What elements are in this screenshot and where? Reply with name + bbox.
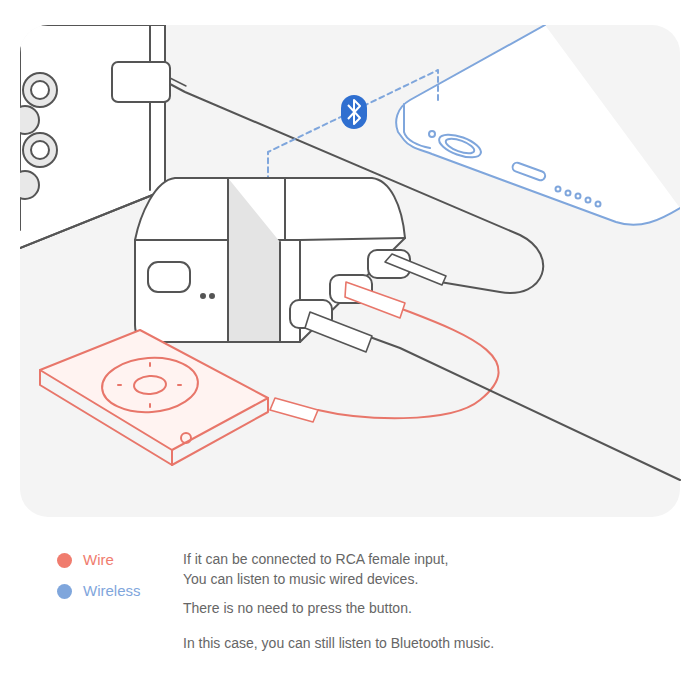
legend-swatch [57, 553, 72, 568]
music-player [40, 330, 268, 465]
note-text: If it can be connected to RCA female inp… [183, 550, 448, 568]
output-cable [318, 318, 680, 480]
legend-text: Wire [83, 551, 114, 569]
phone [396, 25, 680, 225]
wired-cable [270, 282, 499, 422]
bluetooth-receiver [135, 178, 410, 342]
note-text: In this case, you can still listen to Bl… [183, 634, 494, 652]
legend-swatch [57, 584, 72, 599]
note-text: You can listen to music wired devices. [183, 570, 418, 588]
illustration-ground [20, 25, 680, 517]
legend-text: Wireless [83, 582, 141, 600]
bluetooth-icon [341, 95, 367, 129]
note-text: There is no need to press the button. [183, 599, 412, 617]
